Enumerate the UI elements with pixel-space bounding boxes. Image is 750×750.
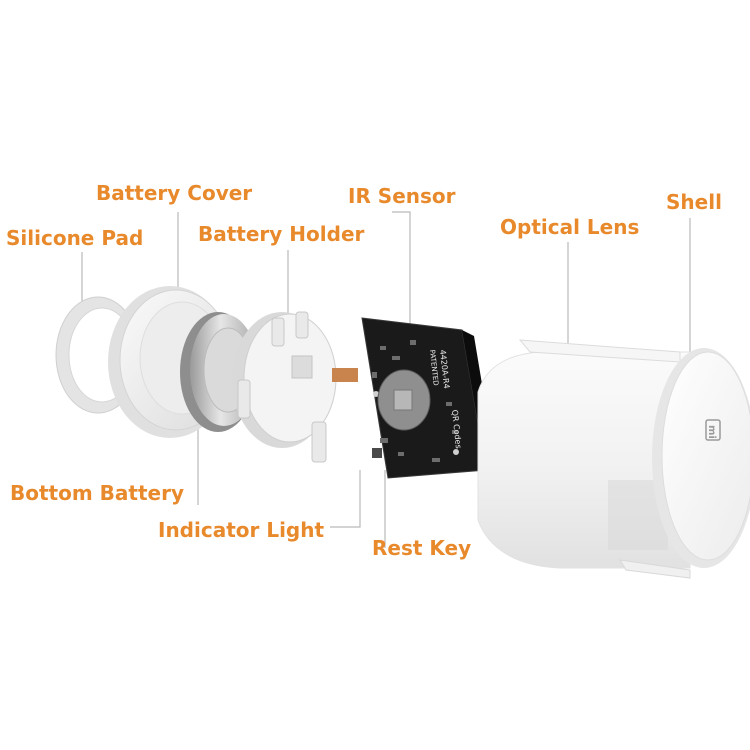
label-indicator-light: Indicator Light bbox=[158, 518, 325, 542]
leader-ir-sensor bbox=[392, 211, 411, 330]
label-battery-holder: Battery Holder bbox=[198, 222, 365, 246]
label-rest-key: Rest Key bbox=[372, 536, 472, 560]
label-shell: Shell bbox=[666, 190, 722, 214]
label-optical-lens: Optical Lens bbox=[500, 215, 640, 239]
label-battery-cover: Battery Cover bbox=[96, 181, 253, 205]
label-silicone-pad: Silicone Pad bbox=[6, 226, 144, 250]
label-ir-sensor: IR Sensor bbox=[348, 184, 456, 208]
leader-indicator-light bbox=[330, 470, 361, 528]
leader-lines bbox=[81, 211, 691, 548]
pcb-model-text: 4420A-R4 bbox=[438, 349, 451, 389]
label-bottom-battery: Bottom Battery bbox=[10, 481, 184, 505]
pcb-qr-codes-text: QR Codes bbox=[450, 409, 463, 449]
shell-logo: mi bbox=[706, 425, 717, 439]
battery-holder-part bbox=[232, 311, 358, 463]
shell-part: mi bbox=[477, 339, 750, 579]
pcb-patented-text: PATENTED bbox=[428, 349, 440, 386]
pcb-board-part: 4420A-R4 PATENTED QR Codes bbox=[361, 317, 496, 479]
